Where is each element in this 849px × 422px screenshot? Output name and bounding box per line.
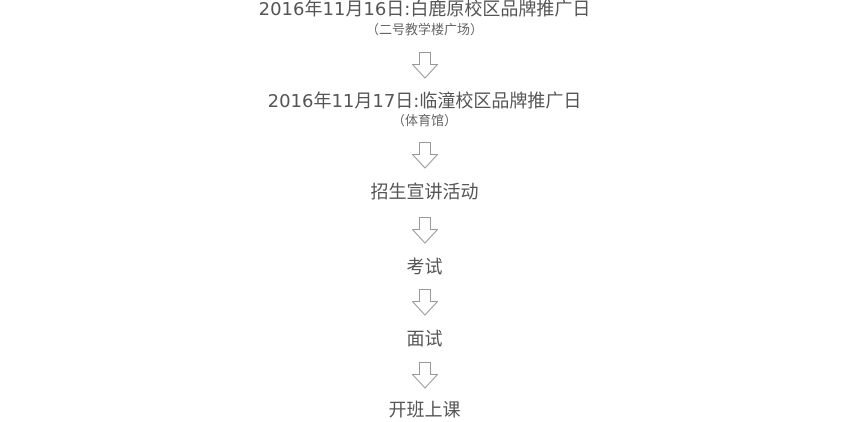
down-arrow-icon	[412, 289, 438, 316]
step-4-title: 考试	[406, 257, 443, 278]
step-1-title: 2016年11月16日:白鹿原校区品牌推广日	[258, 0, 591, 20]
down-arrow-icon	[412, 142, 438, 169]
down-arrow-icon	[412, 52, 438, 79]
down-arrow-icon	[412, 217, 438, 244]
down-arrow-icon	[412, 362, 438, 389]
step-3-title: 招生宣讲活动	[370, 182, 479, 203]
step-6-title: 开班上课	[388, 400, 461, 421]
step-1-subtitle: （二号教学楼广场）	[365, 23, 483, 38]
step-2-subtitle: （体育馆）	[391, 114, 457, 129]
step-2-title: 2016年11月17日:临潼校区品牌推广日	[267, 91, 582, 112]
step-5-title: 面试	[406, 329, 443, 350]
